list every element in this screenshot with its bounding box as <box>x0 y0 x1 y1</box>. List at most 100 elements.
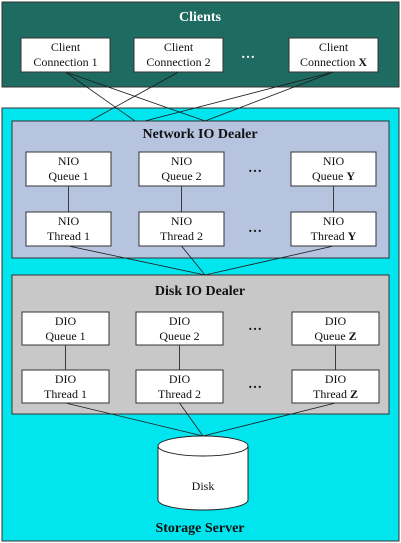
nio-thread-ellipsis: … <box>248 221 262 236</box>
dio-to-disk-line <box>65 402 204 437</box>
nio-queue-label-line1: NIO <box>58 154 80 168</box>
dio-thread-label-line1: DIO <box>169 372 191 386</box>
nio-queue-label-suffix: Y <box>346 169 355 183</box>
client-connection-label-line1: Client <box>319 40 349 54</box>
nio-thread-label-line1: NIO <box>323 214 345 228</box>
nio-thread-box <box>290 211 377 247</box>
disk-cylinder: Disk <box>157 435 249 511</box>
client-connection-label-text: Connection 2 <box>146 55 210 69</box>
dio-thread-label-line2: Thread 1 <box>44 387 87 401</box>
client-to-network-line <box>204 71 334 122</box>
client-connection-label-line2: Connection X <box>300 55 367 69</box>
dio-queue-label-line2: Queue Z <box>314 329 356 343</box>
clients-ellipsis: … <box>241 47 255 62</box>
dio-thread-label-suffix: Z <box>350 387 358 401</box>
nio-queue-label-line1: NIO <box>171 154 193 168</box>
client-connection-box <box>133 37 224 73</box>
nio-thread-label-text: Thread <box>311 229 348 243</box>
dio-thread-ellipsis: … <box>248 377 262 392</box>
nio-thread-label-line2: Thread 1 <box>47 229 90 243</box>
nio-queue-box <box>138 151 225 187</box>
client-connection-box <box>20 37 111 73</box>
nio-to-disk-dealer-line <box>181 245 206 276</box>
client-connection-label-suffix: X <box>358 55 367 69</box>
dio-thread-label-line1: DIO <box>325 372 347 386</box>
dio-queue-label-line2: Queue 2 <box>159 329 199 343</box>
nio-queue-label-text: Queue 2 <box>161 169 201 183</box>
dio-queue-label-text: Queue 2 <box>159 329 199 343</box>
dio-thread-label-text: Thread <box>313 387 350 401</box>
client-connection-label-text: Connection <box>300 55 358 69</box>
dio-thread-box <box>21 369 110 404</box>
dio-queue-label-line2: Queue 1 <box>45 329 85 343</box>
client-connection-box <box>288 37 379 73</box>
dio-queue-label-line1: DIO <box>169 314 191 328</box>
dio-thread-label-line2: Thread Z <box>313 387 358 401</box>
network-io-dealer-title: Network IO Dealer <box>142 127 257 142</box>
dio-thread-label-text: Thread 1 <box>44 387 87 401</box>
nio-to-disk-dealer-line <box>204 245 334 276</box>
client-to-network-line <box>144 71 334 122</box>
nio-thread-label-line2: Thread 2 <box>160 229 203 243</box>
storage-server-title: Storage Server <box>155 521 244 536</box>
nio-queue-label-text: Queue <box>312 169 346 183</box>
dio-thread-label-line1: DIO <box>55 372 77 386</box>
dio-thread-label-line2: Thread 2 <box>158 387 201 401</box>
dio-thread-box <box>291 369 380 404</box>
client-connection-label-line2: Connection 2 <box>146 55 210 69</box>
client-to-network-line <box>65 71 136 122</box>
nio-queue-ellipsis: … <box>248 161 262 176</box>
dio-queue-label-line1: DIO <box>325 314 347 328</box>
dio-queue-label-line1: DIO <box>55 314 77 328</box>
connector-lines <box>65 71 336 437</box>
nio-thread-box <box>138 211 225 247</box>
dio-queue-ellipsis: … <box>248 319 262 334</box>
clients-title: Clients <box>179 10 222 25</box>
client-connection-label-line1: Client <box>51 40 81 54</box>
dio-queue-label-text: Queue 1 <box>45 329 85 343</box>
dio-queue-box <box>21 311 110 346</box>
nio-queue-label-line2: Queue Y <box>312 169 355 183</box>
nio-thread-label-text: Thread 1 <box>47 229 90 243</box>
disk-io-dealer-title: Disk IO Dealer <box>155 284 245 299</box>
dio-to-disk-line <box>179 402 204 437</box>
nio-queue-label-text: Queue 1 <box>48 169 88 183</box>
client-connection-label-text: Connection 1 <box>33 55 97 69</box>
dio-thread-label-text: Thread 2 <box>158 387 201 401</box>
nio-queue-label-line1: NIO <box>323 154 345 168</box>
nio-thread-label-line1: NIO <box>58 214 80 228</box>
client-connection-label-line1: Client <box>164 40 194 54</box>
nio-thread-label-text: Thread 2 <box>160 229 203 243</box>
nio-queue-box <box>25 151 112 187</box>
disk-label: Disk <box>192 479 215 493</box>
nio-thread-box <box>25 211 112 247</box>
nio-queue-label-line2: Queue 1 <box>48 169 88 183</box>
nio-thread-label-suffix: Y <box>348 229 357 243</box>
client-to-network-line <box>65 71 206 122</box>
dio-queue-box <box>135 311 224 346</box>
client-connection-label-line2: Connection 1 <box>33 55 97 69</box>
nio-thread-label-line2: Thread Y <box>311 229 357 243</box>
nio-to-disk-dealer-line <box>68 245 206 276</box>
dio-queue-label-text: Queue <box>314 329 348 343</box>
dio-thread-box <box>135 369 224 404</box>
nio-queue-label-line2: Queue 2 <box>161 169 201 183</box>
dio-to-disk-line <box>202 402 336 437</box>
